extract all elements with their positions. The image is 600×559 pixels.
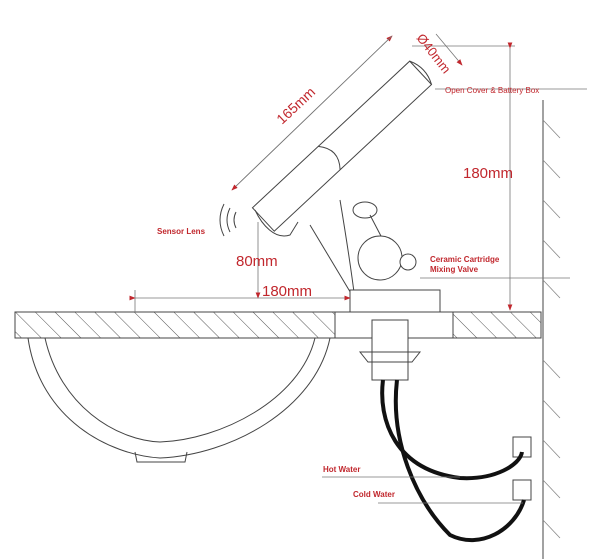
cold-water-label: Cold Water — [353, 490, 395, 499]
sink-inner — [44, 337, 316, 443]
height-label: 180mm — [463, 165, 513, 182]
sink-drain — [134, 451, 188, 463]
cold-valve — [512, 479, 532, 501]
spout-tip — [254, 209, 299, 237]
wall — [542, 100, 561, 559]
countertop — [14, 311, 542, 339]
diameter-label: Ø40mm — [414, 31, 454, 77]
dimension-lines — [129, 33, 587, 504]
battery-box-label: Open Cover & Battery Box — [445, 86, 539, 95]
valve-label-2: Mixing Valve — [430, 265, 479, 274]
length-label: 165mm — [273, 84, 318, 128]
faucet — [219, 60, 441, 313]
hoses — [380, 379, 526, 542]
valve-label-1: Ceramic Cartridge — [430, 255, 500, 264]
sink-bowl — [27, 337, 331, 459]
mounting-shank — [358, 319, 422, 381]
sensor-lens-label: Sensor Lens — [157, 227, 206, 236]
spout-height-label: 80mm — [236, 253, 278, 270]
hot-water-label: Hot Water — [323, 465, 360, 474]
reach-label: 180mm — [262, 283, 312, 300]
sensor-waves-icon — [219, 203, 237, 237]
